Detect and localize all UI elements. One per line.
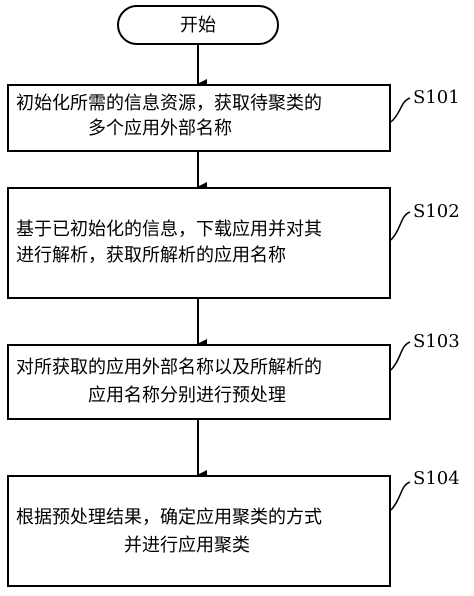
- step-s103-line-2: 应用名称分别进行预处理: [88, 385, 286, 406]
- step-s104-line-1: 根据预处理结果，确定应用聚类的方式: [16, 507, 322, 528]
- step-s101-label: S101: [413, 87, 460, 108]
- step-s101-line-1: 初始化所需的信息资源，获取待聚类的: [16, 93, 322, 114]
- step-s102-line-2: 进行解析，获取所解析的应用名称: [16, 245, 286, 266]
- step-s101-box: [7, 84, 391, 152]
- step-s102-line-1: 基于已初始化的信息，下载应用并对其: [16, 219, 322, 240]
- step-s103-label: S103: [413, 331, 460, 352]
- step-s104-box: [7, 475, 391, 587]
- step-s102-box: [7, 187, 391, 299]
- step-s101-leader: [390, 97, 411, 123]
- step-s103-box: [7, 344, 391, 420]
- start-label: 开始: [180, 15, 216, 36]
- step-s103-leader: [390, 341, 411, 371]
- step-s104-label: S104: [413, 468, 460, 489]
- step-s102: 基于已初始化的信息，下载应用并对其 进行解析，获取所解析的应用名称 S102: [7, 187, 460, 299]
- step-s101-line-2: 多个应用外部名称: [88, 118, 232, 139]
- step-s104-line-2: 并进行应用聚类: [124, 535, 250, 556]
- start-node: 开始: [117, 5, 279, 45]
- step-s102-leader: [390, 211, 411, 241]
- step-s103: 对所获取的应用外部名称以及所解析的 应用名称分别进行预处理 S103: [7, 331, 460, 420]
- step-s103-line-1: 对所获取的应用外部名称以及所解析的: [16, 357, 322, 378]
- step-s102-label: S102: [413, 201, 460, 222]
- step-s104: 根据预处理结果，确定应用聚类的方式 并进行应用聚类 S104: [7, 468, 460, 587]
- step-s104-leader: [390, 481, 411, 511]
- step-s101: 初始化所需的信息资源，获取待聚类的 多个应用外部名称 S101: [7, 84, 460, 152]
